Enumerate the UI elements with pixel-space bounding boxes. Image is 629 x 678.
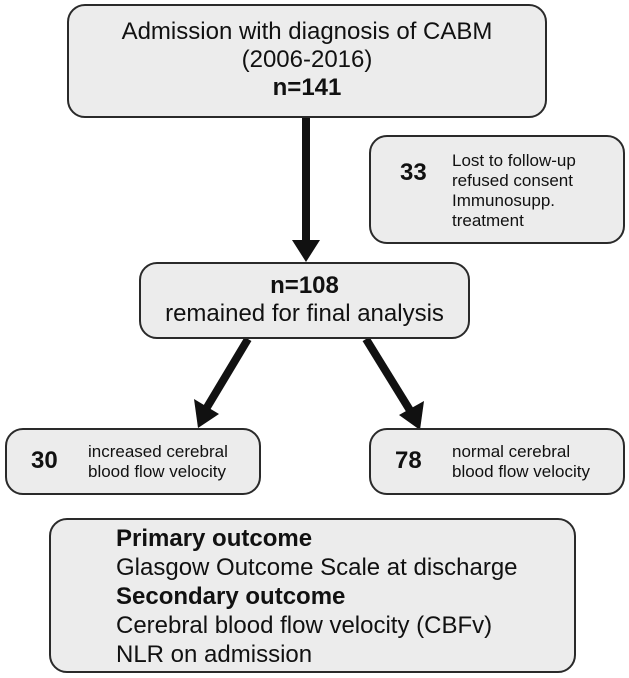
outcomes-list: Primary outcome Glasgow Outcome Scale at… xyxy=(116,524,518,669)
admission-count: n=141 xyxy=(272,74,342,101)
increased-label: increased cerebral blood flow velocity xyxy=(88,442,228,482)
primary-outcome-item: Glasgow Outcome Scale at discharge xyxy=(116,554,518,581)
normal-label: normal cerebral blood flow velocity xyxy=(452,442,590,482)
admission-date-range: (2006-2016) xyxy=(241,46,373,73)
outcomes-box: Primary outcome Glasgow Outcome Scale at… xyxy=(49,518,576,673)
analysis-count: n=108 xyxy=(270,272,339,299)
increased-label-line2: blood flow velocity xyxy=(88,462,226,481)
excluded-reason: Lost to follow-up xyxy=(452,151,576,170)
increased-count: 30 xyxy=(31,447,58,474)
admission-box: Admission with diagnosis of CABM (2006-2… xyxy=(67,4,547,118)
analysis-box: n=108 remained for final analysis xyxy=(139,262,470,339)
normal-label-line1: normal cerebral xyxy=(452,442,571,461)
arrow-analysis-to-normal xyxy=(362,336,415,415)
normal-label-line2: blood flow velocity xyxy=(452,462,590,481)
increased-cbfv-box: 30 increased cerebral blood flow velocit… xyxy=(5,428,261,495)
admission-title: Admission with diagnosis of CABM xyxy=(121,18,493,45)
normal-count: 78 xyxy=(395,447,422,474)
excluded-reason: treatment xyxy=(452,211,524,230)
arrow-analysis-to-increased xyxy=(202,336,252,412)
excluded-reason: refused consent xyxy=(452,171,573,190)
increased-label-line1: increased cerebral xyxy=(88,442,228,461)
arrow-head-down xyxy=(292,240,320,262)
excluded-reasons: Lost to follow-up refused consent Immuno… xyxy=(452,151,576,231)
excluded-count: 33 xyxy=(400,159,427,186)
secondary-outcome-heading: Secondary outcome xyxy=(116,583,346,610)
analysis-label: remained for final analysis xyxy=(165,300,444,327)
secondary-outcome-item: Cerebral blood flow velocity (CBFv) xyxy=(116,612,493,639)
excluded-box: 33 Lost to follow-up refused consent Imm… xyxy=(369,135,625,244)
secondary-outcome-item: NLR on admission xyxy=(116,641,313,668)
primary-outcome-heading: Primary outcome xyxy=(116,525,313,552)
normal-cbfv-box: 78 normal cerebral blood flow velocity xyxy=(369,428,625,495)
arrow-head-right xyxy=(399,401,424,430)
arrow-head-left xyxy=(194,399,219,428)
excluded-reason: Immunosupp. xyxy=(452,191,555,210)
